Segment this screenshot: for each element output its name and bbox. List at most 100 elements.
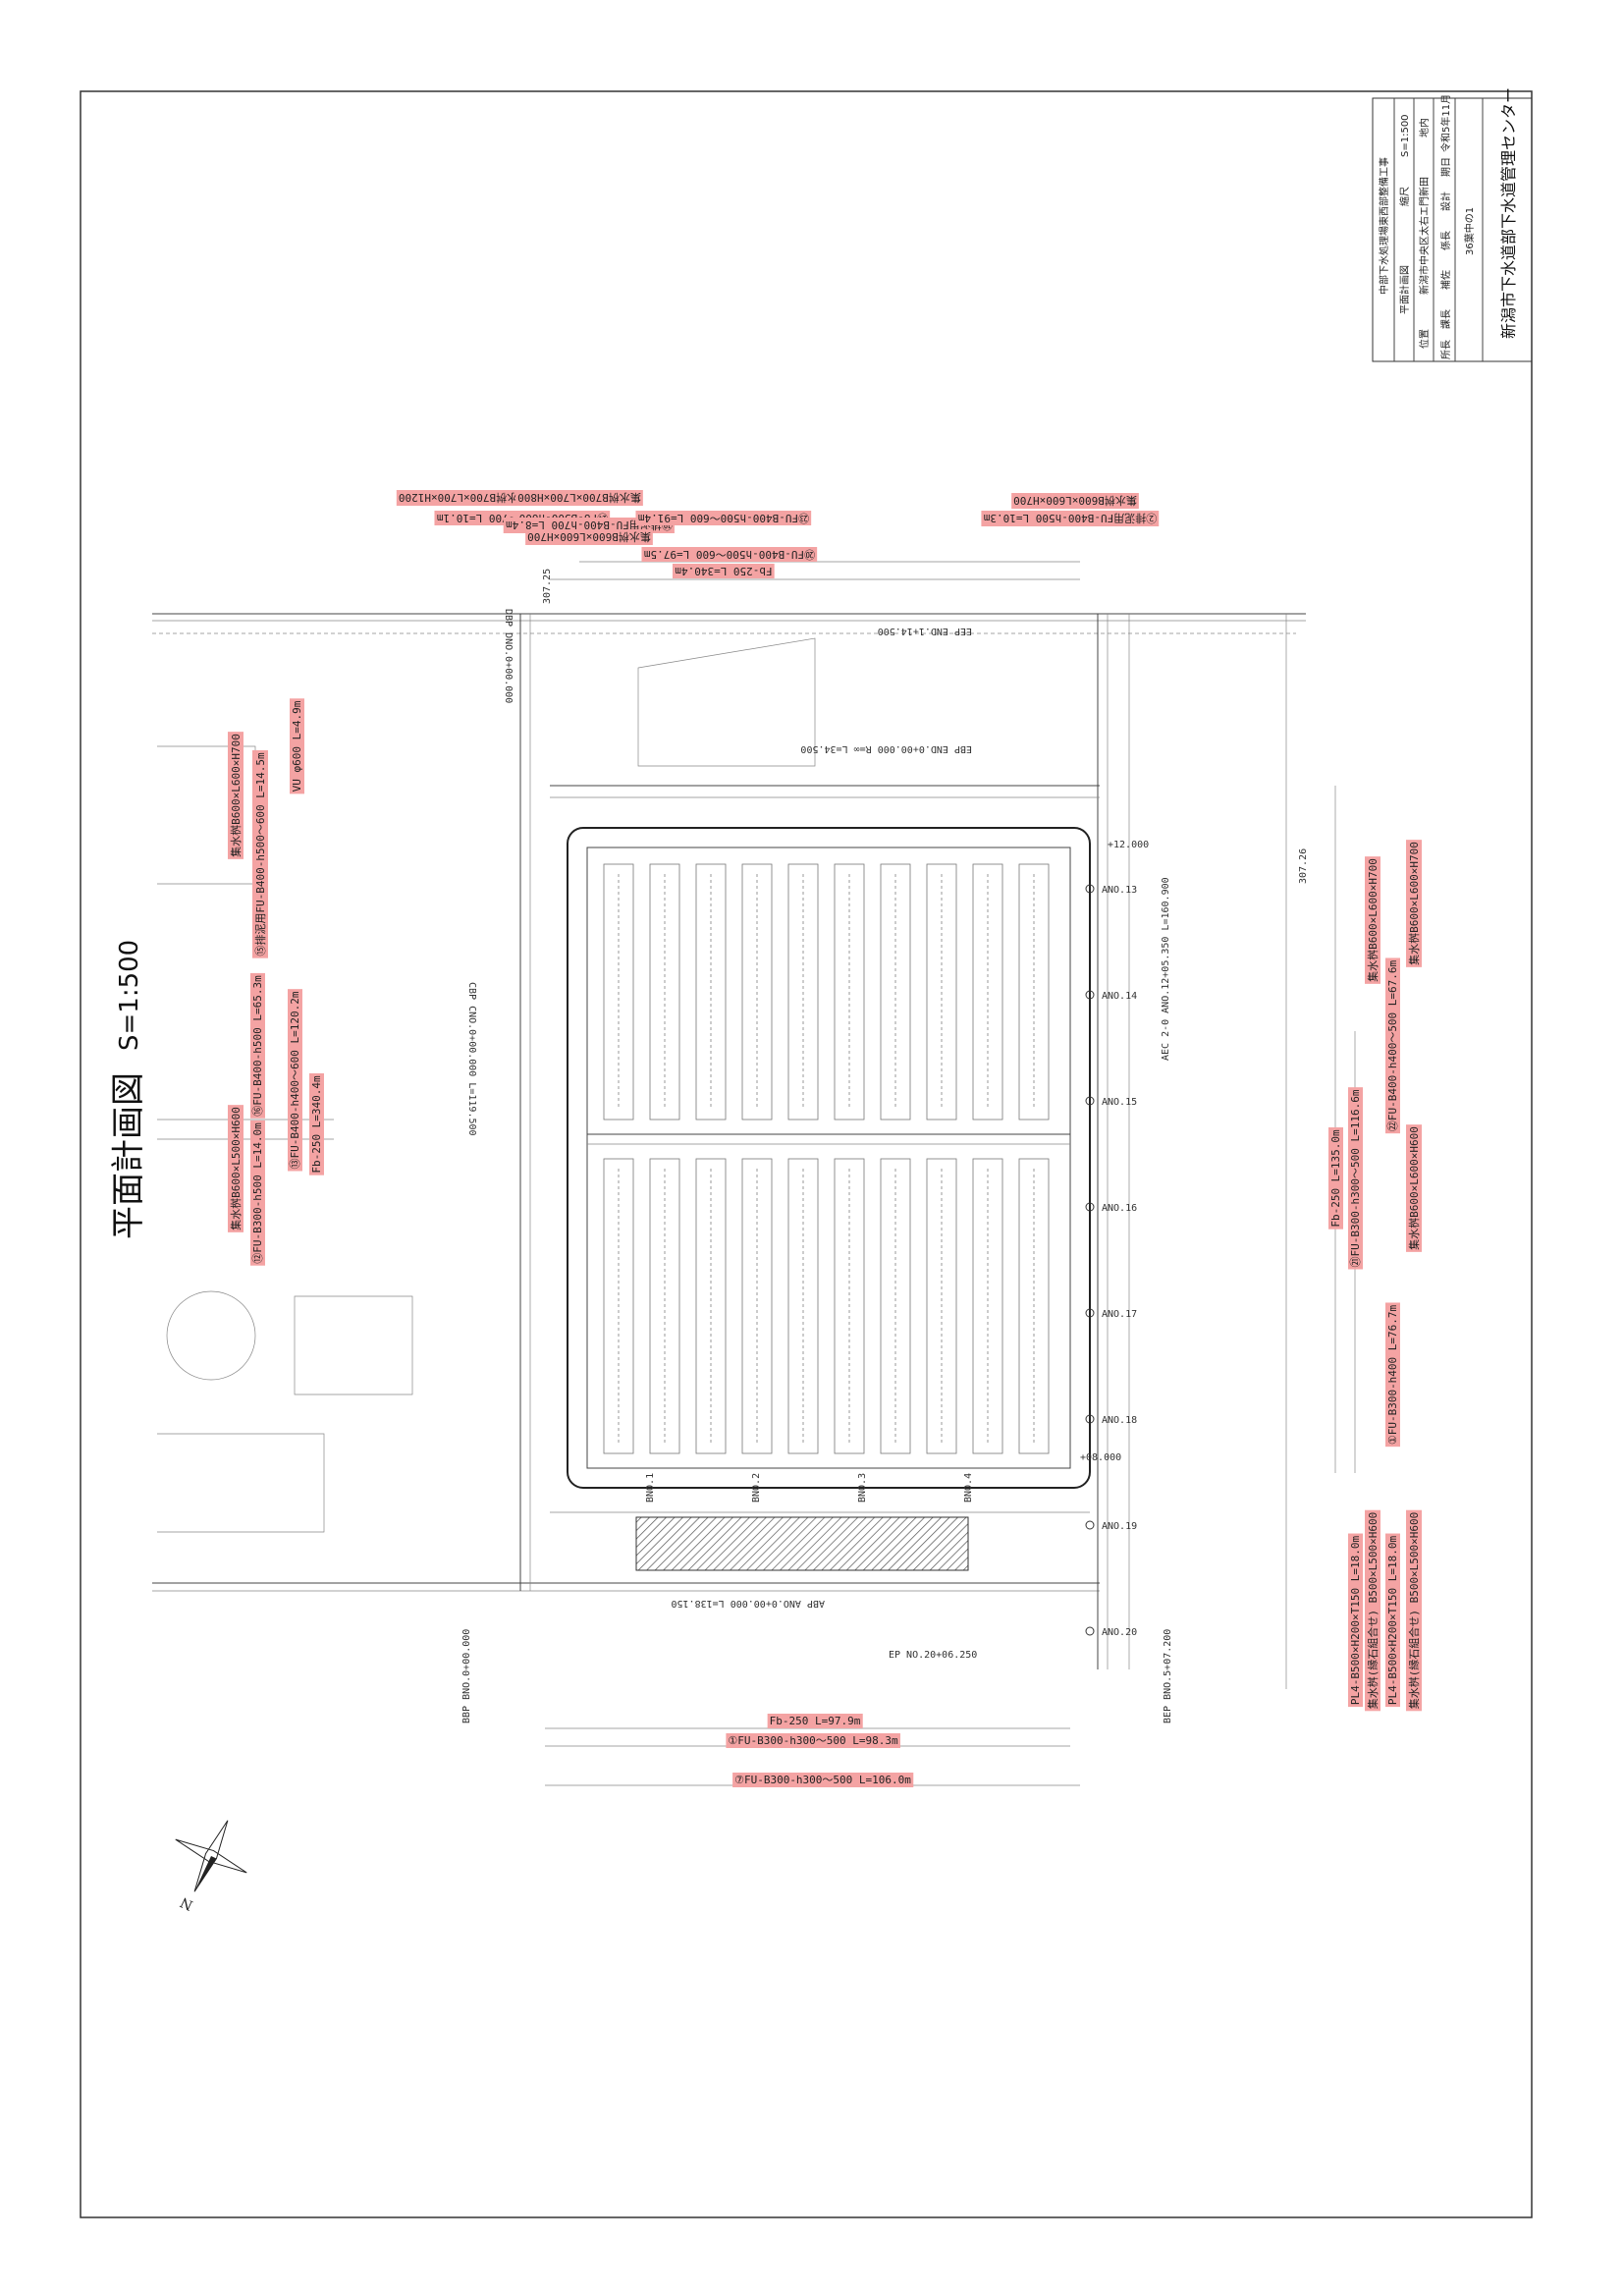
pipe-label: 集水桝B700×L700×H800 [515, 490, 643, 506]
ebp-label: EBP END.0+00.000 R=∞ L=34.500 [800, 743, 972, 754]
pipe-label-text: PL4-B500×H200×T150 L=18.0m [1349, 1536, 1362, 1706]
abp-label: ABP ANO.0+00.000 L=138.150 [671, 1598, 825, 1609]
pipe-label-highlight [1406, 1124, 1422, 1252]
pipe-label: ⑯FU-B400-h500 L=65.3m [250, 972, 265, 1119]
pipe-label: 集水桝B700×L700×H1200 [396, 490, 531, 506]
title-block-role: 所長 [1440, 340, 1452, 359]
station-label: ANO.19 [1102, 1521, 1137, 1532]
pipe-label-text: 集水桝(縁石組合せ) B500×L500×H600 [1407, 1512, 1421, 1710]
basin-channel [1018, 1158, 1050, 1454]
pipe-label-highlight [396, 490, 531, 506]
basin-channel [834, 1158, 865, 1454]
pipe-label-highlight [1385, 1302, 1400, 1448]
pipe-label-text: Fb-250 L=340.4m [310, 1075, 323, 1174]
pipe-label-text: 集水桝B600×L600×H600 [1407, 1126, 1421, 1250]
basin-strips [603, 863, 1050, 1454]
basin-channel [926, 1158, 957, 1454]
pipe-label-highlight [1348, 1533, 1363, 1708]
basin-channel [880, 863, 911, 1121]
hatched-structure [635, 1516, 969, 1571]
pipe-label: 集水桝B600×L600×H700 [228, 732, 244, 859]
pipe-label-text: ①FU-B300-h300～500 L=98.3m [728, 1734, 898, 1747]
site-lines [152, 613, 1306, 1689]
pipe-label-highlight [309, 1072, 324, 1175]
station-label: BNO.2 [751, 1473, 762, 1503]
title-block-role: 課長 [1439, 309, 1452, 329]
pipe-label-text: ⑯FU-B400-h500 L=65.3m [251, 975, 264, 1117]
pipe-label-text: ②排泥用FU-B400-h500 L=10.3m [983, 512, 1157, 525]
title-block-sheet: 36葉中の1 [1463, 207, 1476, 255]
pipe-label-highlight [1406, 840, 1422, 967]
pipe-label: VU φ600 L=4.9m [290, 698, 304, 794]
stations: ANO.13ANO.14ANO.15ANO.16ANO.17ANO.18ANO.… [645, 884, 1137, 1638]
pipe-label-highlight [228, 732, 244, 859]
pipe-label-highlight [767, 1714, 863, 1728]
station-label: ANO.17 [1102, 1309, 1137, 1320]
title-block-scale-value: S=1:500 [1400, 114, 1411, 157]
pipe-labels: 集水桝B700×L700×H1200集水桝B700×L700×H800㉔FU-B… [228, 490, 1422, 1787]
title-block-role: 補佐 [1439, 270, 1452, 290]
basin-channel [695, 1158, 727, 1454]
pipe-label: 集水桝(縁石組合せ) B500×L500×H600 [1365, 1509, 1380, 1712]
pipe-label-text: ⑦FU-B300-h300～500 L=106.0m [734, 1774, 911, 1786]
pipe-label-text: ㉓FU-B400-h500～600 L=91.4m [637, 512, 809, 524]
pipe-label-highlight [252, 749, 268, 958]
station-marker [1085, 1308, 1095, 1318]
title-block-date-value: 令和5年11月 [1439, 94, 1452, 152]
pipe-label: ⑫FU-B300-h500 L=14.0m [250, 1120, 265, 1266]
title-block-location-suffix: 地内 [1418, 118, 1431, 137]
pipe-label: 集水桝B600×L600×H700 [1011, 493, 1139, 509]
aec-label: AEC 2-0 ANO.12+05.350 L=160.900 [1161, 877, 1171, 1061]
pipe-label-text: 集水桝B700×L700×H1200 [399, 491, 528, 505]
pipe-label-text: PL4-B500×H200×T150 L=18.0m [1386, 1536, 1399, 1706]
pipe-label-highlight [641, 547, 818, 562]
drawing-title-scale: S=1:500 [115, 940, 144, 1051]
pipe-label-highlight [672, 564, 775, 578]
pipe-label-text: 集水桝B600×L600×H700 [1366, 858, 1380, 982]
title-block-role: 係長 [1440, 231, 1452, 250]
pipe-label-highlight [1406, 1509, 1422, 1712]
pipe-label: 集水桝B600×L600×H700 [1406, 840, 1422, 967]
pipe-label-highlight [288, 989, 302, 1172]
station-label: BNO.3 [857, 1473, 868, 1503]
station-plus-label: +08.000 [1080, 1452, 1121, 1463]
pipe-label: Fb-250 L=340.4m [672, 564, 775, 578]
pipe-label-highlight [981, 511, 1160, 526]
pipe-label: 集水桝B600×L600×H700 [525, 529, 653, 545]
pipe-label: ②排泥用FU-B400-h500 L=10.3m [981, 511, 1160, 526]
basin-channel [695, 863, 727, 1121]
pipe-label: PL4-B500×H200×T150 L=18.0m [1348, 1533, 1363, 1708]
pipe-label-highlight [250, 1120, 265, 1266]
pipe-label: 集水桝(縁石組合せ) B500×L500×H600 [1406, 1509, 1422, 1712]
pipe-label: Fb-250 L=340.4m [309, 1072, 324, 1175]
station-marker [1085, 1520, 1095, 1530]
pipe-label-highlight [1365, 1509, 1380, 1712]
cbp-label: CBP CNO.0+00.000 L=119.500 [466, 982, 477, 1136]
pipe-label: ⑬FU-B400-h400～600 L=120.2m [288, 989, 302, 1172]
bbp-label: BBP BNO.0+00.000 [461, 1629, 472, 1723]
title-block-scale-label: 縮尺 [1398, 187, 1411, 206]
annotations: EP NO.20+06.250 BEP BNO.5+07.200 BBP BNO… [461, 569, 1309, 1723]
title-block-role: 設計 [1439, 191, 1452, 211]
station-label: ANO.18 [1102, 1415, 1137, 1426]
pipe-label: ⑦FU-B300-h300～500 L=106.0m [732, 1773, 914, 1787]
station-label: BNO.1 [645, 1473, 656, 1503]
pipe-label-text: ①FU-B300-h400 L=76.7m [1386, 1304, 1399, 1445]
title-block-drawing-name: 平面計画図 [1398, 265, 1411, 314]
basin-channel [649, 1158, 680, 1454]
bep-label: BEP BNO.5+07.200 [1163, 1629, 1173, 1723]
basin-channel [787, 1158, 819, 1454]
title-block-organization: 新潟市下水道部下水道管理センター [1499, 87, 1518, 339]
station-label: ANO.16 [1102, 1203, 1137, 1214]
pipe-label-text: 集水桝B600×L600×H700 [527, 530, 651, 544]
pipe-label-highlight [228, 1105, 244, 1232]
station-plus-label: +12.000 [1108, 840, 1149, 850]
station-marker [1085, 1096, 1095, 1106]
pipe-label-text: ⑳FU-B400-h500～600 L=97.5m [643, 548, 815, 561]
pipe-label-highlight [726, 1733, 900, 1748]
basin-channel [787, 863, 819, 1121]
basin [567, 827, 1091, 1489]
pipe-label-text: 集水桝B600×L600×H700 [1013, 494, 1137, 508]
pipe-label-highlight [515, 490, 643, 506]
basin-channel [834, 863, 865, 1121]
